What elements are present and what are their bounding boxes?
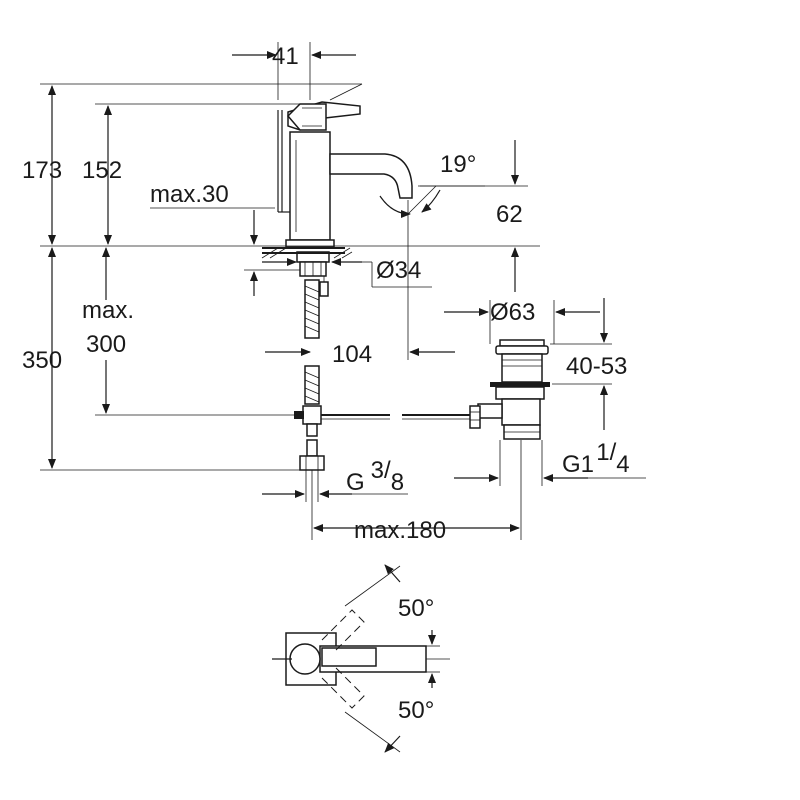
tap-side-view (277, 101, 413, 297)
top-view-handle (289, 643, 321, 675)
max-deck-label: max.30 (150, 181, 229, 208)
hose-nut (299, 455, 325, 471)
hole-diameter-label: Ø34 (376, 257, 421, 284)
tap-top-view (272, 564, 450, 753)
max-waste-distance-label: max.180 (354, 517, 446, 544)
spout-reach-height-label: 62 (496, 201, 523, 228)
total-height-label: 173 (22, 157, 62, 184)
deck-hatching (261, 247, 353, 259)
hose-tee (302, 405, 322, 425)
below-deck-label: 350 (22, 347, 62, 374)
waste-diameter-label: Ø63 (490, 299, 535, 326)
max-label: max. (82, 297, 134, 324)
waste-valve (469, 339, 550, 440)
waste-range-label: 40-53 (566, 353, 627, 380)
rotation-left-label: 50° (398, 595, 434, 622)
max-length-label: 300 (86, 331, 126, 358)
flexible-hose (294, 279, 325, 471)
dimension-labels: 41 173 152 max.30 19° 62 Ø34 max. 300 35… (22, 43, 630, 724)
rotation-right-label: 50° (398, 697, 434, 724)
tap-spout (329, 153, 413, 199)
spout-projection-label: 104 (332, 341, 372, 368)
dimension-lines (40, 42, 646, 540)
spout-angle-label: 19° (440, 151, 476, 178)
lever-cap (286, 103, 327, 131)
spout-width-label: 41 (272, 43, 299, 70)
spout-height-label: 152 (82, 157, 122, 184)
